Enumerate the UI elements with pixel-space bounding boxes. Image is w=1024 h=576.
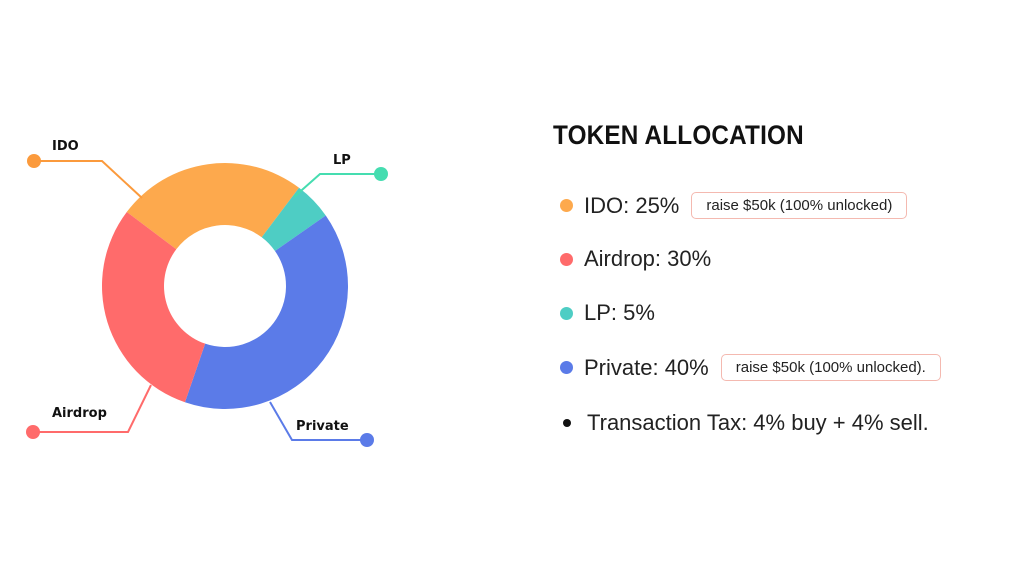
transaction-tax-item: Transaction Tax: 4% buy + 4% sell.	[560, 410, 929, 436]
legend-dot-airdrop	[560, 252, 573, 266]
callout-label-ido: IDO	[52, 139, 79, 154]
callout-line-lp	[293, 173, 381, 198]
callout-dot-private	[360, 433, 374, 447]
callout-line-private	[269, 401, 367, 441]
legend-item-lp: LP: 5%	[560, 300, 655, 326]
callout-label-lp: LP	[333, 153, 351, 168]
private-note: raise $50k (100% unlocked).	[720, 354, 941, 381]
donut-chart: IDO LP Private Airdrop	[26, 139, 388, 447]
bullet-icon	[563, 419, 571, 427]
callout-dot-airdrop	[26, 425, 40, 439]
chart-title: TOKEN ALLOCATION	[553, 120, 804, 150]
legend-label-ido: IDO: 25%	[584, 192, 680, 218]
legend-dot-ido	[560, 199, 573, 212]
legend-item-private: Private: 40% raise $50k (100% unlocked).	[560, 354, 941, 381]
ido-note: raise $50k (100% unlocked)	[691, 192, 908, 219]
legend-dot-lp	[560, 306, 573, 320]
slice-airdrop	[101, 211, 206, 403]
callout-label-airdrop: Airdrop	[52, 406, 107, 421]
legend-label-lp: LP: 5%	[584, 300, 655, 325]
legend-label-airdrop: Airdrop: 30%	[584, 246, 712, 271]
callout-line-ido	[34, 160, 143, 199]
legend-dot-private	[560, 361, 573, 374]
legend-item-airdrop: Airdrop: 30%	[560, 246, 711, 272]
transaction-tax-text: Transaction Tax: 4% buy + 4% sell.	[587, 410, 929, 435]
slice-lp	[261, 187, 326, 252]
slice-private	[184, 215, 348, 410]
legend-label-private: Private: 40%	[584, 354, 709, 380]
callout-dot-lp	[374, 167, 388, 181]
slice-ido	[126, 163, 300, 250]
callout-label-private: Private	[296, 419, 349, 434]
legend-item-ido: IDO: 25% raise $50k (100% unlocked)	[560, 192, 908, 219]
callout-dot-ido	[27, 154, 41, 168]
callout-line-airdrop	[33, 384, 152, 433]
